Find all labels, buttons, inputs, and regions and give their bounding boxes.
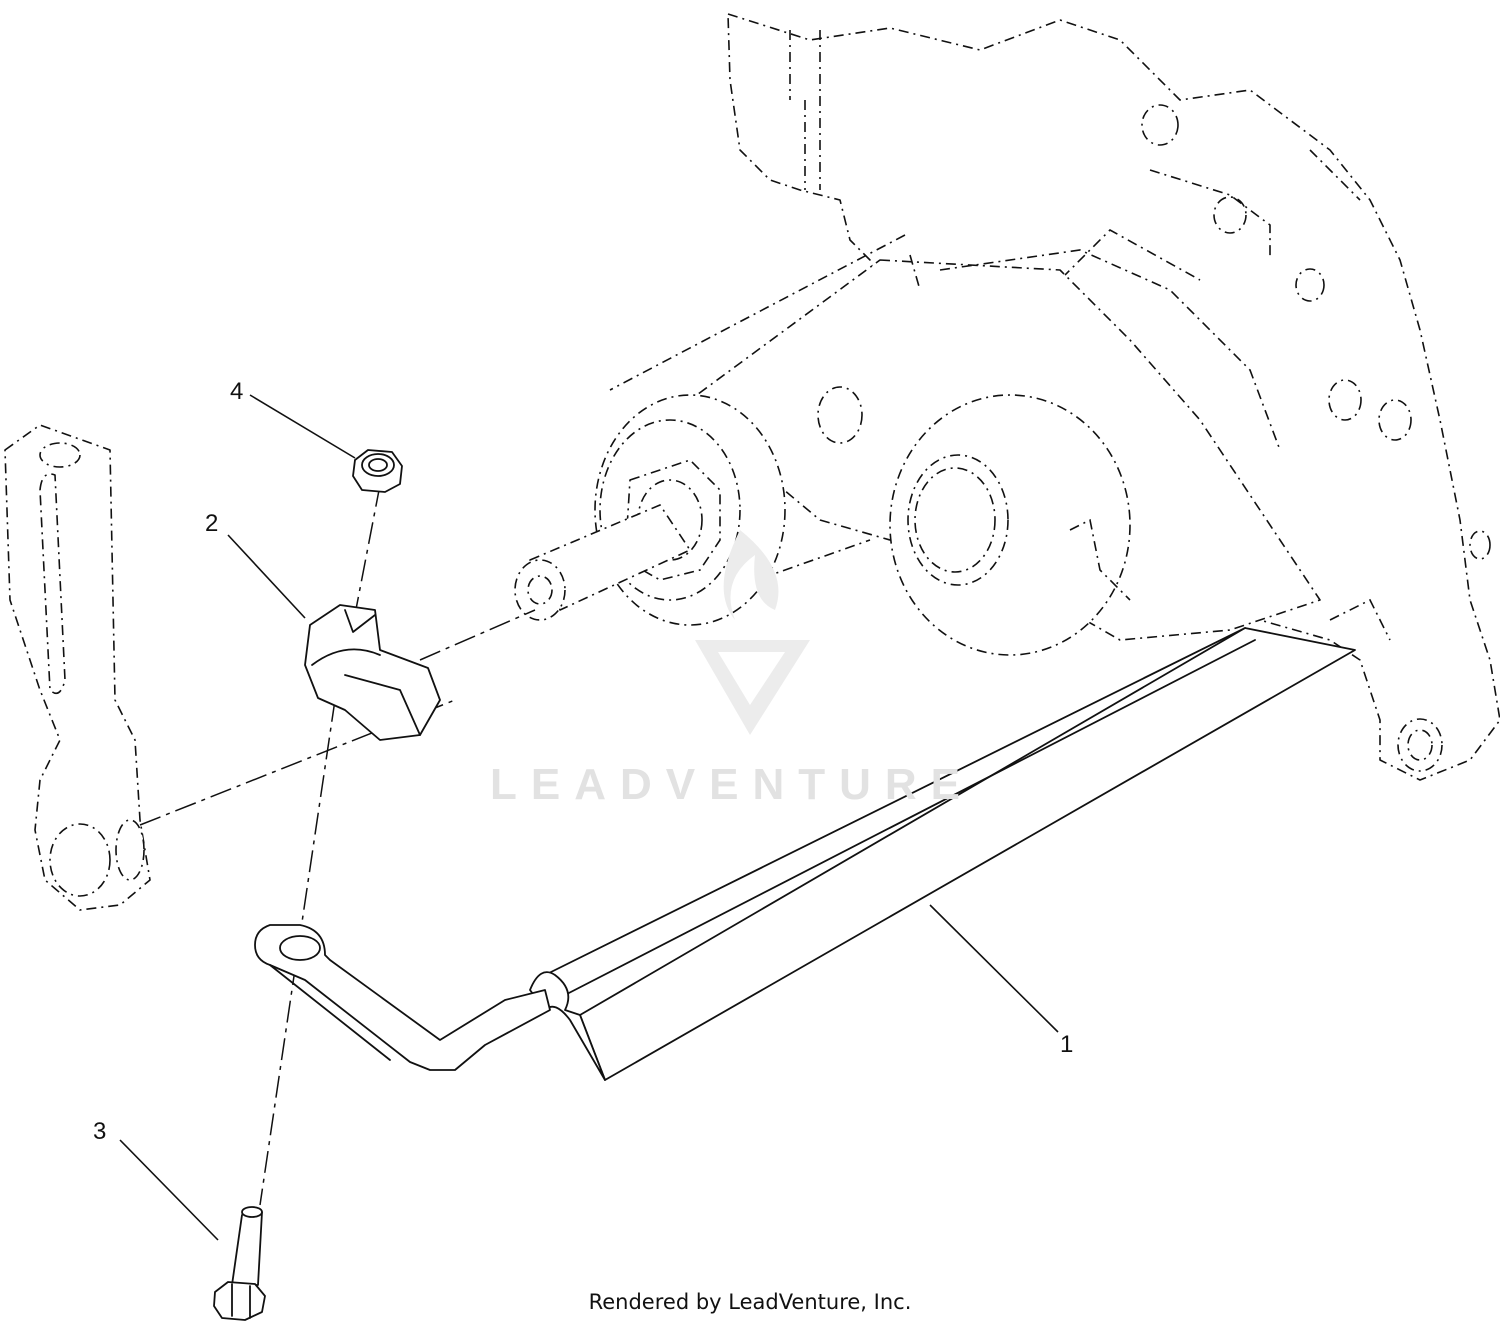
part-4-nut [352,449,403,493]
callout-1-label: 1 [1060,1031,1074,1058]
callout-3-label: 3 [93,1118,107,1145]
watermark-logo [695,530,810,735]
part-1-rod-shield [254,627,1356,1081]
part-2-clamp [304,604,441,741]
pump-body-phantom [594,234,1321,656]
callout-2-label: 2 [205,510,219,537]
callout-4-label: 4 [230,378,244,405]
center-lines [139,484,536,1206]
control-arm-phantom [4,424,151,911]
footer-credit: Rendered by LeadVenture, Inc. [588,1290,912,1314]
watermark-text: LEADVENTURE [490,760,975,809]
leader-lines [119,394,1059,1241]
part-3-bolt [213,1206,266,1321]
pump-shaft-phantom [514,459,721,621]
